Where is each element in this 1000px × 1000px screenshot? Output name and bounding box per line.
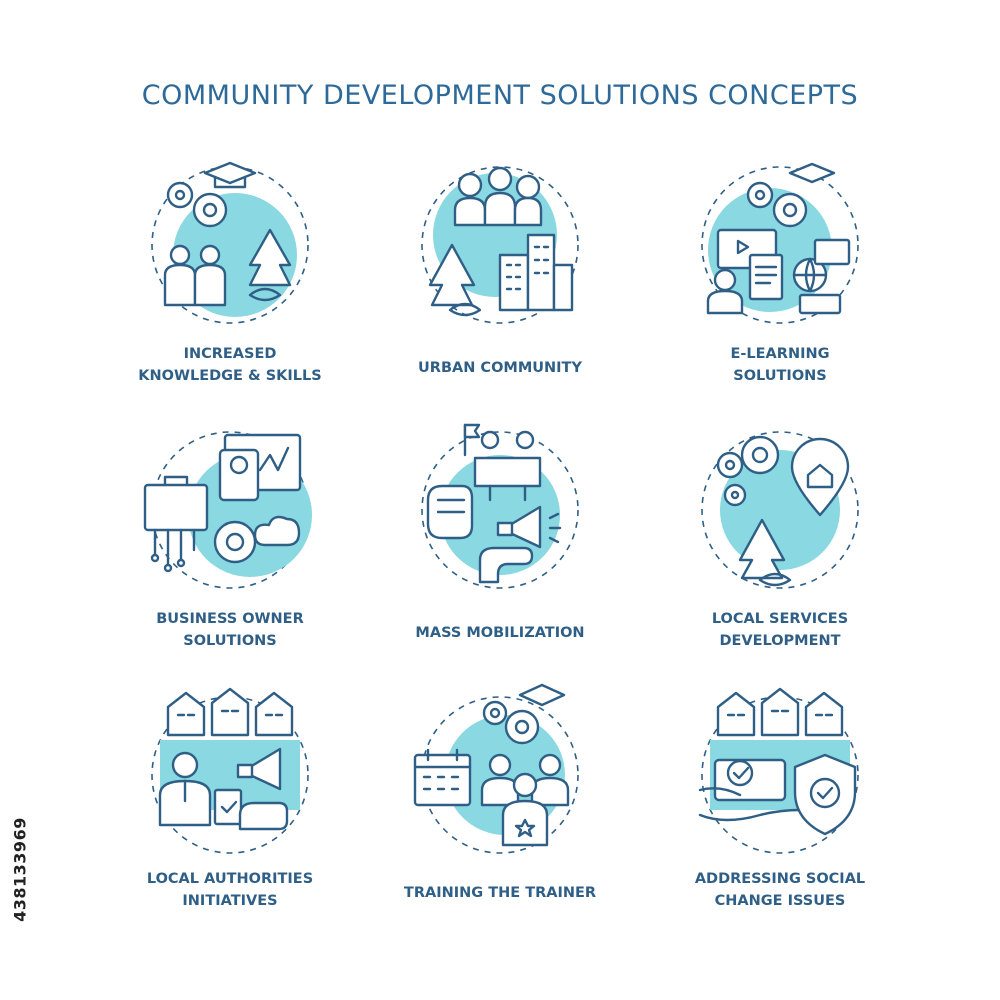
stock-id: 438133969 <box>10 760 30 980</box>
concept-label: INCREASED KNOWLEDGE & SKILLS <box>80 343 380 387</box>
concept-label: LOCAL AUTHORITIES INITIATIVES <box>80 868 380 912</box>
concept-label: ADDRESSING SOCIAL CHANGE ISSUES <box>630 868 930 912</box>
concept-label: LOCAL SERVICES DEVELOPMENT <box>630 608 930 652</box>
label-line: CHANGE ISSUES <box>714 893 846 909</box>
concept-label: BUSINESS OWNER SOLUTIONS <box>80 608 380 652</box>
concept-label: MASS MOBILIZATION <box>350 622 650 644</box>
label-line: LOCAL SERVICES <box>711 611 849 627</box>
label-line: INITIATIVES <box>182 893 278 909</box>
stock-id-text: 438133969 <box>10 817 30 922</box>
e-learning-icon <box>690 155 870 335</box>
concept-card-business: BUSINESS OWNER SOLUTIONS <box>80 420 380 680</box>
business-owner-icon <box>140 420 320 600</box>
concept-card-urban: URBAN COMMUNITY <box>350 155 650 415</box>
concept-card-local-authorities: LOCAL AUTHORITIES INITIATIVES <box>80 687 380 950</box>
label-line: SOLUTIONS <box>183 633 277 649</box>
concept-label: TRAINING THE TRAINER <box>350 882 650 904</box>
label-line: DEVELOPMENT <box>719 633 841 649</box>
mass-mobilization-icon <box>410 420 590 600</box>
label-line: LOCAL AUTHORITIES <box>146 871 314 887</box>
local-authorities-icon <box>140 685 320 865</box>
concept-card-training: TRAINING THE TRAINER <box>350 683 650 950</box>
concept-card-elearning: E-LEARNING SOLUTIONS <box>630 155 930 415</box>
knowledge-skills-icon <box>140 155 320 335</box>
page-title: COMMUNITY DEVELOPMENT SOLUTIONS CONCEPTS <box>141 80 859 111</box>
label-line: TRAINING THE TRAINER <box>403 885 597 901</box>
concept-card-local-services: LOCAL SERVICES DEVELOPMENT <box>630 420 930 680</box>
label-line: MASS MOBILIZATION <box>415 625 585 641</box>
label-line: INCREASED <box>183 346 277 362</box>
urban-community-icon <box>410 155 590 335</box>
training-trainer-icon <box>410 683 590 865</box>
label-line: BUSINESS OWNER <box>156 611 304 627</box>
label-line: KNOWLEDGE & SKILLS <box>138 368 322 384</box>
concept-card-knowledge: INCREASED KNOWLEDGE & SKILLS <box>80 155 380 415</box>
label-line: SOLUTIONS <box>733 368 827 384</box>
label-line: E-LEARNING <box>730 346 830 362</box>
label-line: ADDRESSING SOCIAL <box>694 871 866 887</box>
concept-card-mobilization: MASS MOBILIZATION <box>350 420 650 680</box>
local-services-icon <box>690 420 870 600</box>
social-change-icon <box>690 685 870 865</box>
concept-label: E-LEARNING SOLUTIONS <box>630 343 930 387</box>
concept-label: URBAN COMMUNITY <box>350 357 650 379</box>
label-line: URBAN COMMUNITY <box>418 360 582 376</box>
concept-card-social-change: ADDRESSING SOCIAL CHANGE ISSUES <box>630 687 930 950</box>
